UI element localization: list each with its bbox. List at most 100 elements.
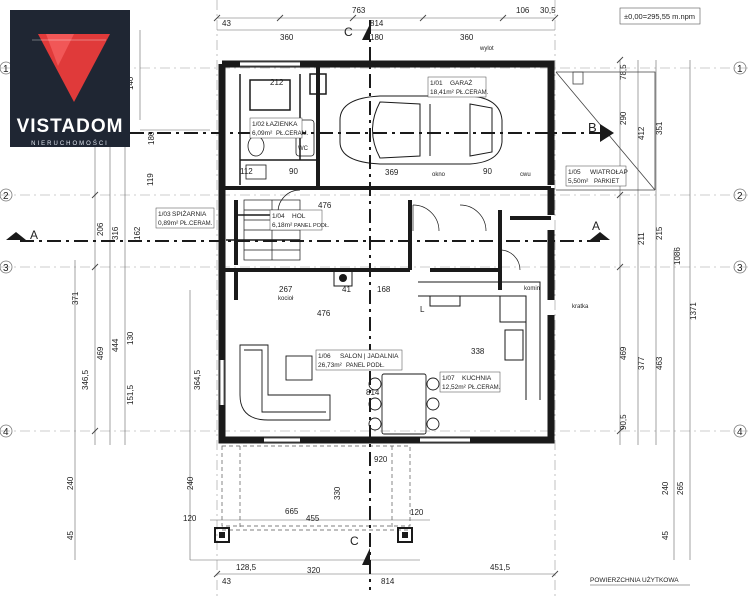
room-living-dining: 1/06 SALON | JADALNIA 26,73m² PANEL PODŁ… — [315, 349, 403, 371]
dim-120-terrace: 120 — [410, 508, 424, 517]
svg-text:HOL: HOL — [292, 213, 306, 220]
dim-left-444: 444 — [111, 338, 120, 352]
window-lines — [219, 61, 470, 443]
dim-right-45: 45 — [661, 531, 670, 540]
dim-top-763: 763 — [352, 6, 366, 15]
section-c-arrow-top — [362, 24, 370, 40]
room-pantry: 1/03 SPIŻARNIA 0,89m² PŁ.CERAM. — [155, 207, 215, 229]
dim-right-215: 215 — [655, 226, 664, 240]
dim-41: 41 — [342, 285, 351, 294]
svg-text:PŁ.CERAM.: PŁ.CERAM. — [468, 385, 501, 391]
svg-text:1/05: 1/05 — [568, 169, 581, 176]
dim-369: 369 — [385, 168, 399, 177]
room-garage: 1/01 GARAŻ 18,41m² PŁ.CERAM. — [427, 76, 489, 98]
svg-text:SALON | JADALNIA: SALON | JADALNIA — [340, 353, 399, 360]
porch-columns — [214, 527, 413, 543]
svg-text:SPIŻARNIA: SPIŻARNIA — [172, 209, 207, 218]
dimension-lines — [74, 17, 691, 575]
svg-text:PARKIET: PARKIET — [594, 179, 620, 185]
room-vestibule: 1/05 WIATROŁAP 5,50m² PARKIET — [565, 165, 628, 187]
dim-top-360-b: 360 — [460, 33, 474, 42]
svg-text:ŁAZIENKA: ŁAZIENKA — [266, 121, 298, 128]
label-wc: WC — [298, 146, 309, 152]
section-a-arrow-left — [6, 232, 26, 240]
axis-label-4-right: 4 — [737, 427, 743, 438]
room-kitchen: 1/07 KUCHNIA 12,52m² PŁ.CERAM. — [439, 371, 501, 393]
room-bathroom: 1/02 ŁAZIENKA 6,09m² PŁ.CERAM. — [249, 117, 309, 139]
dim-212: 212 — [270, 78, 284, 87]
dim-right-463: 463 — [655, 356, 664, 370]
section-c-label-bottom: C — [350, 534, 359, 548]
dim-bottom-451-5: 451,5 — [490, 563, 511, 572]
dim-top-180: 180 — [370, 33, 384, 42]
summary-label: POWIERZCHNIA UŻYTKOWA — [590, 575, 679, 584]
label-L: L — [420, 305, 425, 314]
logo-brand-text: VISTADOM — [16, 116, 124, 137]
section-b-arrow — [600, 124, 614, 142]
dim-left-186: 186 — [147, 131, 156, 145]
svg-text:1/01: 1/01 — [430, 80, 443, 87]
logo: VISTADOM NIERUCHOMOŚCI — [10, 10, 130, 147]
dim-168: 168 — [377, 285, 391, 294]
label-outlet: wylot — [479, 46, 494, 52]
svg-text:1/04: 1/04 — [272, 213, 285, 220]
room-hall: 1/04 HOL 6,18m² PANEL PODŁ. — [269, 209, 330, 231]
label-chimney: komin — [524, 286, 540, 292]
outer-walls — [218, 60, 555, 444]
dim-left-206: 206 — [96, 222, 105, 236]
dim-left-151-5: 151,5 — [126, 384, 135, 405]
svg-text:PŁ.CERAM.: PŁ.CERAM. — [180, 221, 213, 227]
dim-right-90-5: 90,5 — [619, 414, 628, 430]
dim-920: 920 — [374, 455, 388, 464]
label-boiler: kocioł — [278, 296, 294, 302]
svg-text:WIATROŁAP: WIATROŁAP — [590, 169, 628, 176]
axis-label-1: 1 — [3, 64, 9, 75]
dim-112: 112 — [240, 167, 253, 176]
axis-label-3: 3 — [3, 263, 9, 274]
svg-text:5,50m²: 5,50m² — [568, 178, 589, 185]
door-swings — [277, 189, 521, 271]
section-c-arrow-bottom — [362, 548, 370, 565]
dim-bottom-320: 320 — [307, 566, 321, 575]
dim-right-240: 240 — [661, 481, 670, 495]
svg-text:6,09m²: 6,09m² — [252, 130, 273, 137]
dim-right-211: 211 — [637, 232, 646, 245]
dim-476-hol: 476 — [318, 201, 332, 210]
label-cwu: cwu — [520, 172, 531, 178]
svg-text:PANEL PODŁ.: PANEL PODŁ. — [346, 363, 385, 369]
svg-text:18,41m²: 18,41m² — [430, 89, 455, 96]
logo-mark-icon — [32, 34, 110, 102]
section-a-arrow-right — [590, 232, 610, 240]
svg-text:1/03: 1/03 — [158, 211, 171, 218]
label-window: okno — [432, 172, 446, 178]
dim-right-377: 377 — [637, 356, 646, 370]
svg-text:KUCHNIA: KUCHNIA — [462, 375, 492, 382]
dim-476-salon: 476 — [317, 309, 331, 318]
dim-bottom-128-5: 128,5 — [236, 563, 257, 572]
section-c-label-top: C — [344, 25, 353, 39]
svg-text:26,73m²: 26,73m² — [318, 362, 343, 369]
logo-tagline: NIERUCHOMOŚCI — [31, 141, 109, 147]
dim-top-814: 814 — [370, 19, 384, 28]
dim-right-412: 412 — [637, 126, 646, 140]
dim-left-240: 240 — [66, 476, 75, 490]
svg-text:1/07: 1/07 — [442, 375, 455, 382]
axis-label-2-right: 2 — [737, 191, 743, 202]
dim-bottom-814: 814 — [381, 577, 395, 586]
dim-330: 330 — [333, 486, 342, 500]
dim-top-106: 106 — [516, 6, 530, 15]
dining-table — [368, 373, 440, 435]
dim-right-1086: 1086 — [673, 247, 682, 265]
axis-label-4: 4 — [3, 427, 9, 438]
dim-right-265: 265 — [676, 481, 685, 495]
dim-right-1371: 1371 — [689, 302, 698, 320]
axis-label-2: 2 — [3, 191, 9, 202]
axis-label-3-right: 3 — [737, 263, 743, 274]
label-grille: kratka — [572, 304, 589, 310]
axis-markers — [0, 61, 747, 438]
svg-text:0,89m²: 0,89m² — [158, 220, 179, 227]
interior-walls — [222, 64, 551, 300]
